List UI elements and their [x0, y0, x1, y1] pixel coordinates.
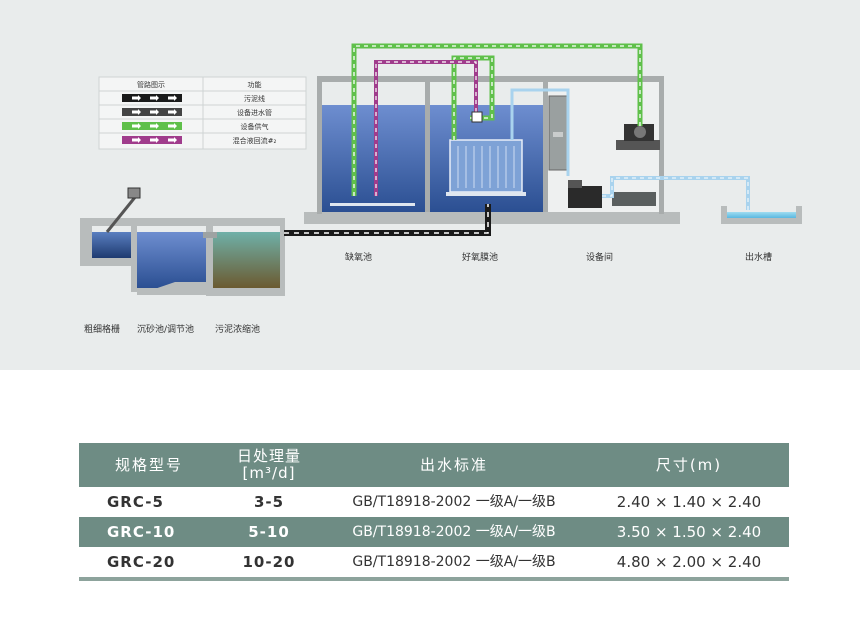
- legend: [98, 76, 307, 150]
- process-diagram-svg: [80, 43, 802, 296]
- cell-capacity: 10-20: [242, 553, 296, 571]
- header-capacity-line1: 日处理量: [236, 447, 301, 465]
- flow-arrow-icon: [168, 123, 177, 129]
- label-outlet-tank: 出水槽: [745, 253, 773, 263]
- flow-arrow-icon: [168, 137, 177, 143]
- header-standard: 出水标准: [419, 455, 488, 474]
- table-bottom-rule: [79, 577, 789, 581]
- screen-channel-water: [92, 232, 134, 258]
- label-mbr-tank: 好氧膜池: [462, 253, 499, 263]
- cell-standard: GB/T18918-2002 一级A/一级B: [352, 524, 556, 540]
- label-equipment-room: 设备间: [586, 253, 614, 263]
- cell-capacity: 3-5: [253, 493, 285, 511]
- housing-base: [304, 212, 680, 224]
- cell-size: 4.80 × 2.00 × 2.40: [616, 553, 762, 571]
- flow-arrow-icon: [132, 137, 141, 143]
- screen-floor: [80, 258, 135, 266]
- anoxic-tank-water: [322, 105, 425, 212]
- cell-model: GRC-20: [107, 553, 176, 571]
- legend-label-inlet-pipe: 设备进水管: [237, 109, 272, 117]
- cell-model: GRC-10: [107, 523, 176, 541]
- table-row: GRC-20 10-20 GB/T18918-2002 一级A/一级B 4.80…: [79, 547, 789, 577]
- table-header: 规格型号 日处理量 [m³/d] 出水标准 尺寸(m): [79, 443, 789, 487]
- cell-capacity: 5-10: [248, 523, 290, 541]
- sludge-line-flow: [284, 204, 489, 234]
- label-sludge-tank: 污泥浓缩池: [215, 325, 261, 335]
- header-model: 规格型号: [114, 455, 183, 474]
- control-cabinet-plate: [553, 132, 563, 137]
- legend-label-return-liquor: 混合液回流#₂: [232, 137, 277, 145]
- flow-arrow-icon: [132, 95, 141, 101]
- table-row: GRC-5 3-5 GB/T18918-2002 一级A/一级B 2.40 × …: [79, 487, 789, 517]
- grit-right-wall: [206, 226, 213, 292]
- legend-label-air-supply: 设备供气: [240, 123, 269, 131]
- flow-arrow-icon: [150, 123, 159, 129]
- flow-arrow-icon: [150, 95, 159, 101]
- cell-size: 3.50 × 1.50 × 2.40: [616, 523, 762, 541]
- grit-slope: [137, 282, 209, 295]
- label-anoxic-tank: 缺氧池: [345, 253, 373, 263]
- pretreatment-top-slab: [80, 218, 285, 226]
- anoxic-mbr-wall: [425, 82, 430, 212]
- air-blower-fan: [634, 126, 646, 138]
- flow-arrow-icon: [150, 109, 159, 115]
- screen-left-wall: [80, 226, 92, 266]
- legend-header-pipe: 管路图示: [137, 81, 165, 89]
- legend-label-sludge-line: 污泥线: [244, 95, 265, 103]
- cell-standard: GB/T18918-2002 一级A/一级B: [352, 554, 556, 570]
- label-grit-tank: 沉砂池/调节池: [137, 325, 195, 335]
- sludge-floor: [206, 288, 285, 296]
- screen-rake-motor: [127, 187, 141, 199]
- table-row: GRC-10 5-10 GB/T18918-2002 一级A/一级B 3.50 …: [79, 517, 789, 547]
- header-capacity: 日处理量 [m³/d]: [219, 443, 319, 487]
- header-capacity-line2: [m³/d]: [242, 464, 296, 482]
- flow-arrow-icon: [150, 137, 159, 143]
- flow-arrow-icon: [168, 95, 177, 101]
- suction-pump: [568, 186, 602, 208]
- anoxic-diffuser-pipe: [330, 203, 415, 206]
- process-diagram: 管路图示 功能 污泥线 设备进水管 设备供气 混合液回流#₂ 粗细格栅 沉砂池/…: [0, 0, 860, 370]
- piping: [284, 43, 750, 236]
- flow-arrow-icon: [132, 123, 141, 129]
- housing-left-wall: [317, 76, 322, 214]
- mbr-equipment-wall: [543, 82, 548, 212]
- sludge-right-wall: [280, 226, 285, 296]
- cell-size: 2.40 × 1.40 × 2.40: [616, 493, 762, 511]
- grit-divider-cap: [203, 232, 217, 238]
- cell-model: GRC-5: [107, 493, 164, 511]
- mbr-aerator: [446, 192, 526, 196]
- backwash-pump: [612, 192, 656, 206]
- flow-arrow-icon: [168, 109, 177, 115]
- sludge-tank-water: [213, 232, 280, 288]
- mbr-membrane-module: [449, 139, 523, 193]
- header-size: 尺寸(m): [655, 455, 723, 474]
- legend-header-function: 功能: [247, 81, 262, 89]
- blower-base: [616, 140, 660, 150]
- pretreatment-tanks: [80, 187, 285, 296]
- housing-right-wall: [659, 76, 664, 214]
- flow-arrow-icon: [132, 109, 141, 115]
- grit-left-wall: [131, 226, 137, 292]
- cell-standard: GB/T18918-2002 一级A/一级B: [352, 494, 556, 510]
- spec-table: 规格型号 日处理量 [m³/d] 出水标准 尺寸(m) GRC-5 3-5 GB…: [79, 443, 789, 581]
- grit-tank-water: [137, 232, 209, 288]
- return-pump: [471, 111, 483, 123]
- outlet-tank: [721, 206, 802, 224]
- label-screen: 粗细格栅: [84, 325, 121, 335]
- permeate-pipe: [510, 88, 570, 176]
- suction-pump-head: [568, 180, 582, 188]
- screen-rake-arm: [105, 195, 138, 233]
